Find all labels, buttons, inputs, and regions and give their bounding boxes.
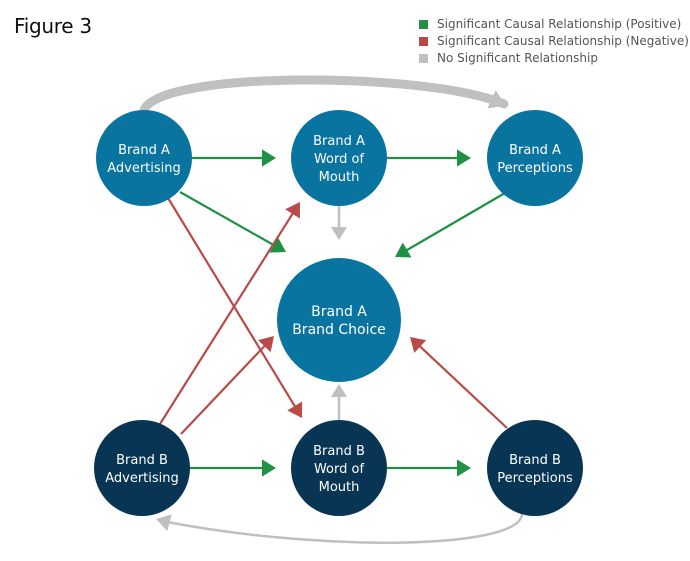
legend-swatch-positive-icon — [419, 19, 428, 29]
legend-label: Significant Causal Relationship (Negativ… — [437, 34, 689, 48]
edge-b_adv-to-a_choice — [180, 343, 268, 435]
node-label: Brand B — [313, 444, 365, 459]
legend-item-none: No Significant Relationship — [419, 50, 689, 66]
edge-a_adv-to-a_perc — [139, 75, 509, 115]
edge-curve — [139, 75, 509, 115]
node-a-perc: Brand A Perceptions — [487, 110, 583, 206]
arrowhead-icon — [487, 90, 506, 109]
edge-b_perc-to-b_adv — [160, 512, 524, 544]
node-circle — [277, 258, 401, 382]
arrowhead-icon — [395, 242, 412, 258]
edge-line — [180, 343, 268, 435]
edge-b_perc-to-a_choice — [417, 343, 508, 429]
edges-layer — [139, 75, 524, 544]
arrowhead-icon — [156, 514, 172, 532]
legend-item-negative: Significant Causal Relationship (Negativ… — [419, 33, 689, 49]
node-label: Advertising — [105, 471, 179, 486]
arrowhead-icon — [258, 336, 274, 353]
edge-curve — [160, 512, 524, 544]
node-circle — [96, 110, 192, 206]
arrowhead-icon — [330, 384, 348, 397]
legend-label: No Significant Relationship — [437, 51, 598, 65]
arrowhead-icon — [457, 459, 471, 477]
node-b-adv: Brand B Advertising — [94, 420, 190, 516]
arrowhead-icon — [410, 337, 427, 353]
legend-label: Significant Causal Relationship (Positiv… — [437, 17, 682, 31]
edge-a_adv-to-b_wom — [167, 197, 298, 410]
node-label: Perceptions — [497, 471, 573, 486]
node-label: Mouth — [319, 170, 360, 185]
node-label: Word of — [314, 152, 365, 167]
node-label: Brand B — [116, 453, 168, 468]
figure-title: Figure 3 — [14, 14, 92, 38]
arrowhead-icon — [285, 202, 300, 219]
node-label: Perceptions — [497, 161, 573, 176]
edge-a_perc-to-a_choice — [404, 192, 506, 253]
edge-b_adv-to-a_wom — [159, 210, 295, 425]
node-b-wom: Brand B Word of Mouth — [291, 420, 387, 516]
legend: Significant Causal Relationship (Positiv… — [419, 16, 689, 67]
node-circle — [291, 110, 387, 206]
edge-line — [417, 343, 508, 429]
node-label: Brand Choice — [292, 322, 386, 338]
node-circle — [94, 420, 190, 516]
node-b-perc: Brand B Perceptions — [487, 420, 583, 516]
node-a-choice: Brand A Brand Choice — [277, 258, 401, 382]
edge-line — [179, 191, 277, 248]
arrowhead-icon — [262, 149, 276, 167]
node-a-wom: Brand A Word of Mouth — [291, 110, 387, 206]
legend-swatch-negative-icon — [419, 36, 428, 46]
node-label: Brand A — [313, 134, 365, 149]
node-label: Brand A — [118, 143, 170, 158]
node-label: Brand B — [509, 453, 561, 468]
edge-line — [159, 210, 295, 425]
arrowhead-icon — [262, 459, 276, 477]
arrowhead-icon — [457, 149, 471, 167]
node-label: Brand A — [509, 143, 561, 158]
node-label: Brand A — [311, 304, 367, 320]
node-label: Word of — [314, 462, 365, 477]
node-a-adv: Brand A Advertising — [96, 110, 192, 206]
node-label: Advertising — [107, 161, 181, 176]
node-circle — [487, 420, 583, 516]
edge-line — [404, 192, 506, 253]
edge-line — [167, 197, 298, 410]
arrowhead-icon — [269, 237, 286, 253]
arrowhead-icon — [287, 401, 303, 418]
legend-swatch-none-icon — [419, 53, 428, 63]
legend-item-positive: Significant Causal Relationship (Positiv… — [419, 16, 689, 32]
node-circle — [487, 110, 583, 206]
node-label: Mouth — [319, 480, 360, 495]
arrowhead-icon — [330, 227, 348, 240]
node-circle — [291, 420, 387, 516]
edge-a_adv-to-a_choice — [179, 191, 277, 248]
